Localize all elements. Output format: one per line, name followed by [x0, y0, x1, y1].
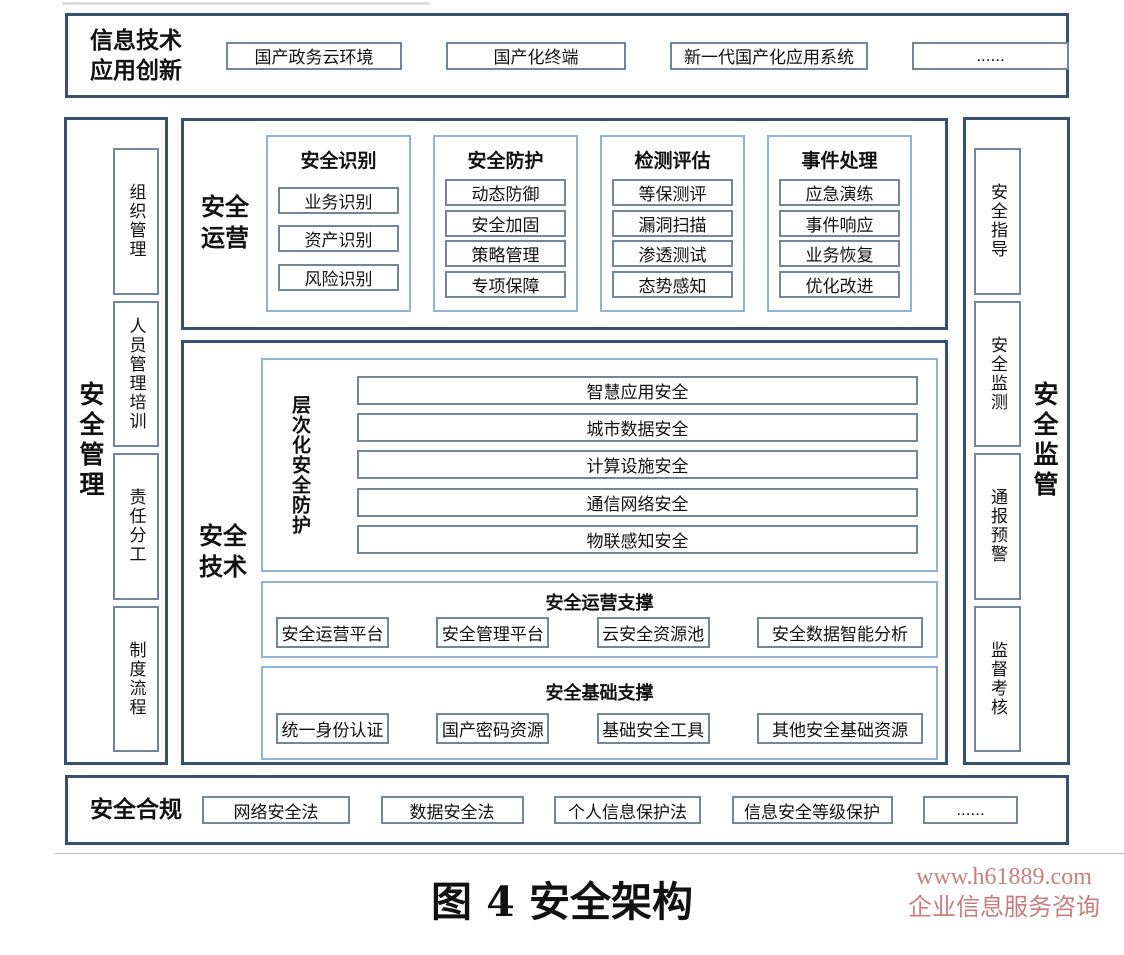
ops-item: 业务恢复	[779, 240, 900, 268]
ops-item: 态势感知	[612, 271, 733, 299]
column-header: 安全防护	[467, 151, 544, 172]
column-items: 动态防御 安全加固 策略管理 专项保障	[435, 173, 576, 310]
operations-support-title: 安全运营支撑	[545, 593, 654, 613]
ops-item: 安全加固	[445, 209, 566, 237]
cropped-top-artifact	[62, 2, 430, 5]
base-security-tools: 基础安全工具	[596, 713, 710, 744]
ops-item: 风险识别	[278, 263, 399, 291]
operations-support-items: 安全运营平台 安全管理平台 云安全资源池 安全数据智能分析	[263, 615, 936, 656]
layer-iot-security: 物联感知安全	[357, 524, 918, 554]
figure-caption: 图 4 安全架构	[430, 878, 694, 926]
group-layered-protection: 层次化安全防护 智慧应用安全 城市数据安全 计算设施安全 通信网络安全 物联感知…	[261, 358, 938, 572]
security-compliance-title: 安全合规	[90, 796, 182, 823]
ops-item: 漏洞扫描	[612, 209, 733, 237]
base-support-items: 统一身份认证 国产密码资源 基础安全工具 其他安全基础资源	[263, 705, 936, 758]
ops-item: 策略管理	[445, 240, 566, 268]
section-security-compliance: 安全合规 网络安全法 数据安全法 个人信息保护法 信息安全等级保护 ......	[65, 775, 1069, 845]
layer-computing-security: 计算设施安全	[357, 450, 918, 480]
ops-item: 优化改进	[779, 271, 900, 299]
law-personal-info: 个人信息保护法	[554, 796, 701, 824]
security-management-title: 安全管理	[76, 381, 104, 501]
security-technology-title: 安全 技术	[199, 522, 247, 581]
base-identity-auth: 统一身份认证	[276, 713, 389, 744]
column-header: 安全识别	[300, 151, 377, 172]
it-item-next-gen-apps: 新一代国产化应用系统	[670, 41, 868, 70]
column-incident: 事件处理 应急演练 事件响应 业务恢复 优化改进	[767, 135, 912, 312]
column-identification: 安全识别 业务识别 资产识别 风险识别	[266, 135, 411, 312]
support-cloud-pool: 云安全资源池	[596, 617, 710, 648]
ops-item: 资产识别	[278, 225, 399, 252]
ops-item: 渗透测试	[612, 240, 733, 268]
security-supervision-title: 安全监管	[1030, 381, 1058, 501]
security-operations-title: 安全 运营	[201, 194, 249, 252]
base-support-title: 安全基础支撑	[545, 683, 654, 703]
sup-item-alert: 通报预警	[974, 453, 1021, 600]
layer-smart-app-security: 智慧应用安全	[357, 376, 918, 406]
footer-divider	[55, 853, 1124, 854]
ops-item: 专项保障	[445, 271, 566, 299]
layered-protection-items: 智慧应用安全 城市数据安全 计算设施安全 通信网络安全 物联感知安全	[313, 360, 936, 570]
sup-item-guidance: 安全指导	[974, 148, 1021, 295]
column-items: 应急演练 事件响应 业务恢复 优化改进	[769, 173, 910, 310]
sidebar-security-management: 安全管理 组织管理 人员管理培训 责任分工 制度流程	[64, 117, 168, 765]
layer-city-data-security: 城市数据安全	[357, 413, 918, 443]
it-item-gov-cloud: 国产政务云环境	[226, 41, 402, 70]
section-it-innovation: 信息技术 应用创新 国产政务云环境 国产化终端 新一代国产化应用系统 .....…	[65, 13, 1069, 98]
security-management-items: 组织管理 人员管理培训 责任分工 制度流程	[113, 120, 165, 762]
support-mgmt-platform: 安全管理平台	[436, 617, 550, 648]
ops-item: 动态防御	[445, 178, 566, 206]
group-operations-support: 安全运营支撑 安全运营平台 安全管理平台 云安全资源池 安全数据智能分析	[261, 581, 938, 658]
ops-item: 应急演练	[779, 178, 900, 206]
mgmt-item-responsibility: 责任分工	[113, 453, 159, 600]
law-classified-protection: 信息安全等级保护	[731, 796, 893, 824]
ops-item: 等保测评	[612, 178, 733, 206]
sup-item-assessment: 监督考核	[974, 605, 1021, 752]
watermark: www.h61889.com 企业信息服务咨询	[890, 862, 1118, 924]
base-crypto-resources: 国产密码资源	[436, 713, 550, 744]
column-header: 检测评估	[634, 151, 711, 172]
law-data-security: 数据安全法	[380, 796, 524, 824]
it-innovation-items: 国产政务云环境 国产化终端 新一代国产化应用系统 ......	[226, 41, 1069, 70]
mgmt-item-process: 制度流程	[113, 605, 159, 752]
it-innovation-title: 信息技术 应用创新	[90, 27, 182, 83]
section-security-operations: 安全 运营 安全识别 业务识别 资产识别 风险识别 安全防护 动态防御 安全加固…	[181, 118, 948, 330]
it-item-domestic-terminal: 国产化终端	[446, 41, 626, 70]
law-cybersecurity: 网络安全法	[202, 796, 350, 824]
support-data-analysis: 安全数据智能分析	[756, 617, 923, 648]
security-compliance-items: 网络安全法 数据安全法 个人信息保护法 信息安全等级保护 ......	[202, 796, 1018, 824]
ops-item: 事件响应	[779, 209, 900, 237]
law-ellipsis: ......	[923, 796, 1018, 824]
security-operations-columns: 安全识别 业务识别 资产识别 风险识别 安全防护 动态防御 安全加固 策略管理 …	[266, 121, 945, 327]
column-items: 业务识别 资产识别 风险识别	[268, 173, 409, 310]
column-header: 事件处理	[801, 151, 878, 172]
group-base-support: 安全基础支撑 统一身份认证 国产密码资源 基础安全工具 其他安全基础资源	[261, 666, 938, 760]
layer-network-security: 通信网络安全	[357, 487, 918, 517]
base-other-resources: 其他安全基础资源	[756, 713, 923, 744]
sidebar-security-supervision: 安全指导 安全监测 通报预警 监督考核 安全监管	[963, 117, 1070, 765]
mgmt-item-organization: 组织管理	[113, 148, 159, 295]
ops-item: 业务识别	[278, 186, 399, 214]
support-ops-platform: 安全运营平台	[276, 617, 389, 648]
column-protection: 安全防护 动态防御 安全加固 策略管理 专项保障	[433, 135, 578, 312]
it-item-ellipsis: ......	[912, 41, 1069, 70]
layered-protection-title: 层次化安全防护	[289, 395, 310, 535]
section-security-technology: 安全 技术 层次化安全防护 智慧应用安全 城市数据安全 计算设施安全 通信网络安…	[181, 340, 948, 765]
watermark-url: www.h61889.com	[916, 864, 1092, 890]
mgmt-item-personnel-training: 人员管理培训	[113, 300, 159, 447]
column-items: 等保测评 漏洞扫描 渗透测试 态势感知	[602, 173, 743, 310]
watermark-text: 企业信息服务咨询	[908, 895, 1100, 922]
sup-item-monitoring: 安全监测	[974, 300, 1021, 447]
security-supervision-items: 安全指导 安全监测 通报预警 监督考核	[966, 120, 1021, 762]
column-detection: 检测评估 等保测评 漏洞扫描 渗透测试 态势感知	[600, 135, 745, 312]
